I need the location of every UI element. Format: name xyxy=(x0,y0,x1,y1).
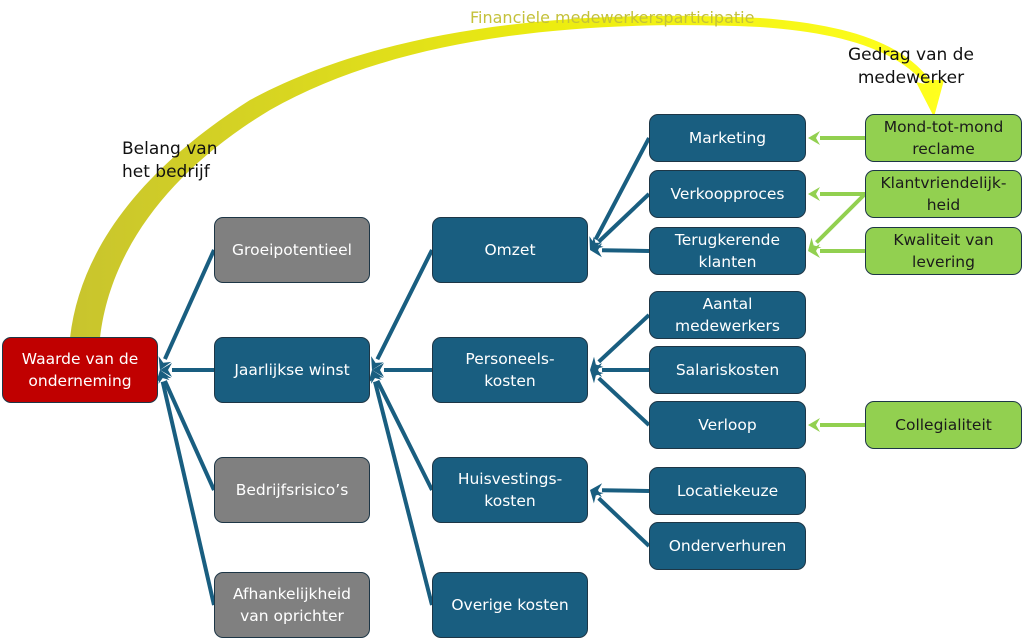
connector-personeel-to-winst xyxy=(372,363,432,377)
arrowhead-icon xyxy=(590,243,603,258)
connector-line xyxy=(160,381,216,606)
connector-marketing-to-omzet xyxy=(589,137,651,250)
connector-line xyxy=(375,249,434,361)
node-locatie[interactable]: Locatiekeuze xyxy=(649,467,806,515)
arrowhead-icon xyxy=(590,356,604,370)
connector-collegialiteit-to-verloop xyxy=(808,418,865,432)
connector-klantvriendelijk-to-terugkerend xyxy=(808,192,867,251)
node-collegialiteit[interactable]: Collegialiteit xyxy=(865,401,1022,449)
arrowhead-icon xyxy=(808,244,820,258)
node-terugkerend[interactable]: Terugkerende klanten xyxy=(649,227,806,275)
arrowhead-icon xyxy=(590,236,604,250)
connector-terugkerend-to-omzet xyxy=(590,243,650,258)
connector-line xyxy=(601,488,650,493)
node-verloop[interactable]: Verloop xyxy=(649,401,806,449)
connector-locatie-to-huisvesting xyxy=(590,483,650,498)
connector-overig-to-winst xyxy=(368,370,434,606)
connector-line xyxy=(373,381,434,606)
node-mond[interactable]: Mond-tot-mond reclame xyxy=(865,114,1022,162)
connectors xyxy=(155,131,867,606)
connector-klantvriendelijk-to-verkoop xyxy=(808,187,865,201)
arc-label-participation: Financiele medewerkersparticipatie xyxy=(470,8,755,27)
arrowhead-icon xyxy=(808,237,822,251)
connector-mond-to-marketing xyxy=(808,131,865,145)
node-marketing[interactable]: Marketing xyxy=(649,114,806,162)
connector-risico-to-waarde xyxy=(158,370,216,491)
arrowhead-icon xyxy=(160,363,172,377)
node-onderverhuren[interactable]: Onderverhuren xyxy=(649,522,806,570)
connector-afhankelijkheid-to-waarde xyxy=(155,370,216,606)
node-huisvesting[interactable]: Huisvestings- kosten xyxy=(432,457,588,523)
participation-arc xyxy=(70,15,944,339)
connector-winst-to-waarde xyxy=(160,363,214,377)
arrowhead-icon xyxy=(590,490,604,504)
connector-line xyxy=(163,249,216,360)
connector-verkoop-to-omzet xyxy=(590,192,651,250)
connector-line xyxy=(597,376,651,427)
label-employee-behavior: Gedrag van de medewerker xyxy=(848,45,974,88)
arrowhead-icon xyxy=(590,370,604,384)
node-risico[interactable]: Bedrijfsrisico’s xyxy=(214,457,370,523)
connector-line xyxy=(601,248,650,253)
node-afhankelijkheid[interactable]: Afhankelijkheid van oprichter xyxy=(214,572,370,638)
connector-line xyxy=(597,192,651,244)
node-aantal[interactable]: Aantal medewerkers xyxy=(649,291,806,339)
arrowhead-icon xyxy=(808,131,820,145)
node-salaris[interactable]: Salariskosten xyxy=(649,346,806,394)
connector-line xyxy=(815,192,867,244)
arrowhead-icon xyxy=(808,418,820,432)
arrowhead-icon xyxy=(368,370,382,384)
label-company-interest: Belang van het bedrijf xyxy=(122,139,218,182)
connector-onderverhuren-to-huisvesting xyxy=(590,490,651,548)
connector-line xyxy=(597,496,651,548)
connector-omzet-to-winst xyxy=(371,249,434,370)
connector-kwaliteit-to-terugkerend xyxy=(808,244,865,258)
arrowhead-icon xyxy=(372,363,384,377)
connector-aantal-to-personeel xyxy=(590,313,651,370)
arrowhead-icon xyxy=(808,187,820,201)
connector-verloop-to-personeel xyxy=(590,370,651,427)
connector-line xyxy=(163,380,216,491)
connector-line xyxy=(597,313,651,364)
connector-line xyxy=(375,379,434,491)
node-verkoop[interactable]: Verkoopproces xyxy=(649,170,806,218)
connector-line xyxy=(593,137,651,241)
node-winst[interactable]: Jaarlijkse winst xyxy=(214,337,370,403)
connector-salaris-to-personeel xyxy=(590,363,649,377)
arrowhead-icon xyxy=(155,370,170,384)
connector-groei-to-waarde xyxy=(158,249,216,370)
node-klantvriendelijk[interactable]: Klantvriendelijk- heid xyxy=(865,170,1022,218)
connector-huisvesting-to-winst xyxy=(371,370,434,491)
node-kwaliteit[interactable]: Kwaliteit van levering xyxy=(865,227,1022,275)
node-omzet[interactable]: Omzet xyxy=(432,217,588,283)
node-personeel[interactable]: Personeels- kosten xyxy=(432,337,588,403)
arrowhead-icon xyxy=(158,356,172,370)
arrowhead-icon xyxy=(371,356,384,370)
node-overig[interactable]: Overige kosten xyxy=(432,572,588,638)
node-waarde[interactable]: Waarde van de onderneming xyxy=(2,337,158,403)
node-groei[interactable]: Groeipotentieel xyxy=(214,217,370,283)
